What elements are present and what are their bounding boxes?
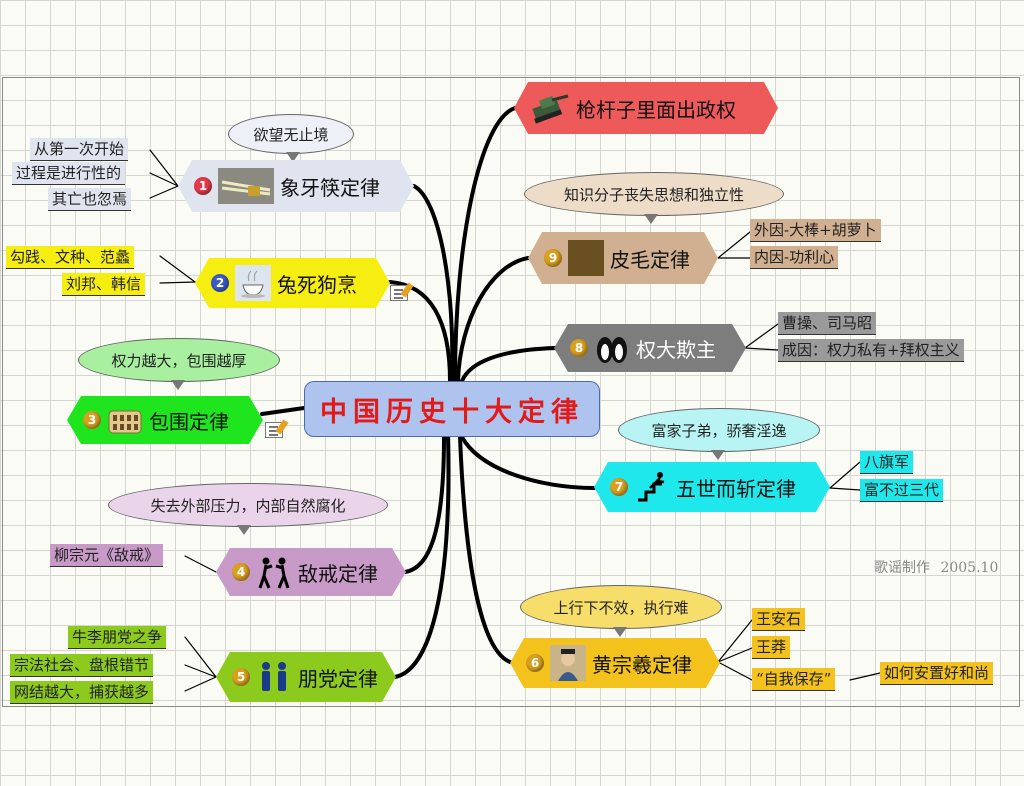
node-n10[interactable]: 枪杆子里面出政权 bbox=[514, 82, 778, 134]
node-n1-number: 1 bbox=[194, 177, 212, 195]
node-n1-label: 象牙筷定律 bbox=[280, 175, 380, 200]
note-n6-3: “自我保存” bbox=[752, 668, 836, 691]
note-n2-2: 刘邦、韩信 bbox=[62, 273, 146, 296]
link-n6 bbox=[458, 435, 512, 664]
note-n1-1: 从第一次开始 bbox=[30, 138, 129, 161]
link-n10 bbox=[453, 106, 517, 383]
node-n9-label: 皮毛定律 bbox=[610, 247, 690, 272]
node-n1[interactable]: 1 象牙筷定律 bbox=[178, 160, 414, 212]
note-n6-2: 王莽 bbox=[752, 636, 791, 659]
note-n1-2: 过程是进行性的 bbox=[12, 162, 126, 185]
ivory-chopsticks-icon bbox=[218, 168, 274, 204]
tank-icon bbox=[530, 90, 570, 126]
node-n2-number: 2 bbox=[211, 274, 229, 292]
bubble-n9: 知识分子丧失思想和独立性 bbox=[524, 172, 784, 224]
node-n9-number: 9 bbox=[544, 249, 562, 267]
node-n3-number: 3 bbox=[83, 411, 101, 429]
node-n9[interactable]: 9 皮毛定律 bbox=[528, 232, 718, 284]
fur-texture-icon bbox=[568, 240, 604, 276]
falling-stairs-icon bbox=[634, 469, 670, 505]
colosseum-icon bbox=[107, 402, 143, 438]
link-n8 bbox=[460, 346, 556, 383]
note-n8-1: 曹操、司马昭 bbox=[778, 312, 877, 335]
note-n6-1: 王安石 bbox=[752, 608, 806, 631]
note-n1-3: 其亡也忽焉 bbox=[48, 188, 132, 211]
node-n5-number: 5 bbox=[232, 668, 250, 686]
node-n6-number: 6 bbox=[526, 654, 544, 672]
node-n7-number: 7 bbox=[610, 478, 628, 496]
node-n8-number: 8 bbox=[570, 339, 588, 357]
node-n5[interactable]: 5 朋党定律 bbox=[216, 652, 396, 702]
two-people-icon bbox=[256, 659, 292, 695]
note-icon-n2[interactable] bbox=[390, 285, 408, 301]
bubble-n6: 上行下不效，执行难 bbox=[520, 585, 722, 637]
node-n6[interactable]: 6 黄宗羲定律 bbox=[510, 638, 720, 688]
link-n5 bbox=[393, 435, 451, 679]
credit-date: 2005.10 bbox=[940, 560, 999, 576]
note-n5-1: 牛李朋党之争 bbox=[68, 626, 167, 649]
central-topic[interactable]: 中国历史十大定律 bbox=[304, 381, 600, 437]
note-n7-1: 八旗军 bbox=[860, 451, 914, 474]
node-n4-label: 敌戒定律 bbox=[298, 561, 378, 586]
node-n7[interactable]: 7 五世而斩定律 bbox=[594, 462, 830, 512]
note-n9-1: 外因-大棒+胡萝卜 bbox=[750, 219, 881, 242]
note-n5-3: 网结越大，捕获越多 bbox=[10, 681, 154, 704]
bubble-n7: 富家子弟，骄奢淫逸 bbox=[618, 408, 820, 460]
credit: 歌谣制作 2005.10 bbox=[874, 557, 998, 577]
note-n4-1: 柳宗元《敌戒》 bbox=[50, 544, 164, 567]
teacup-icon bbox=[235, 265, 271, 301]
link-n3 bbox=[260, 406, 306, 416]
link-n4 bbox=[403, 435, 446, 574]
bubble-n4: 失去外部压力，内部自然腐化 bbox=[108, 483, 388, 535]
note-n7-2: 富不过三代 bbox=[860, 479, 944, 502]
note-n9-2: 内因-功利心 bbox=[750, 246, 839, 269]
note-n2-1: 勾践、文种、范蠡 bbox=[6, 246, 135, 269]
node-n2-label: 兔死狗烹 bbox=[277, 272, 357, 297]
node-n8-label: 权大欺主 bbox=[636, 337, 716, 362]
node-n4[interactable]: 4 敌戒定律 bbox=[216, 548, 406, 596]
node-n2[interactable]: 2 兔死狗烹 bbox=[195, 258, 390, 308]
link-n7 bbox=[460, 435, 596, 490]
link-n1 bbox=[412, 184, 455, 383]
node-n7-label: 五世而斩定律 bbox=[676, 476, 796, 501]
node-n3-label: 包围定律 bbox=[149, 409, 229, 434]
bubble-n3: 权力越大，包围越厚 bbox=[78, 338, 280, 390]
note-n5-2: 宗法社会、盘根错节 bbox=[10, 654, 154, 677]
note-icon-n3[interactable] bbox=[265, 422, 283, 438]
link-n9 bbox=[456, 256, 530, 383]
node-n6-label: 黄宗羲定律 bbox=[592, 652, 692, 677]
bubble-n1: 欲望无止境 bbox=[228, 114, 354, 162]
node-n5-label: 朋党定律 bbox=[298, 666, 378, 691]
diagram-frame bbox=[2, 77, 1020, 707]
scholar-portrait-icon bbox=[550, 645, 586, 681]
fighters-icon bbox=[256, 554, 292, 590]
node-n3[interactable]: 3 包围定律 bbox=[67, 396, 263, 444]
note-n8-2: 成因：权力私有+拜权主义 bbox=[778, 339, 964, 362]
credit-author: 歌谣制作 bbox=[874, 560, 930, 576]
node-n4-number: 4 bbox=[232, 563, 250, 581]
penguins-icon bbox=[594, 330, 630, 366]
note-n6-4: 如何安置好和尚 bbox=[880, 662, 994, 685]
node-n10-label: 枪杆子里面出政权 bbox=[576, 97, 736, 122]
node-n8[interactable]: 8 权大欺主 bbox=[554, 324, 746, 372]
